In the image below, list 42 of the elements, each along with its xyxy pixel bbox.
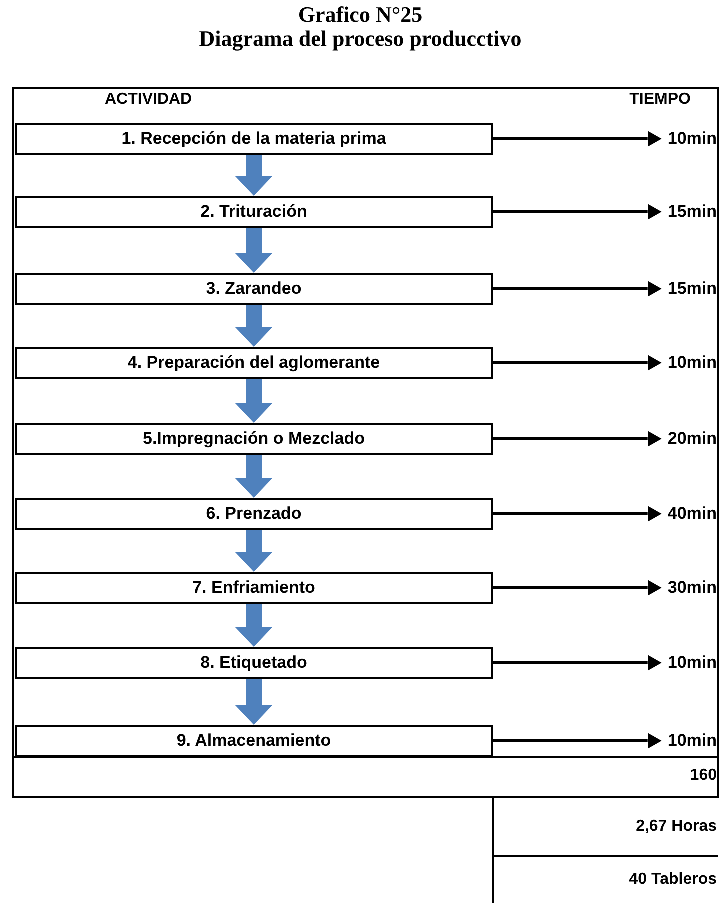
block-arrow bbox=[235, 155, 273, 196]
duration-text: 40min bbox=[668, 504, 717, 524]
process-box: 1. Recepción de la materia prima bbox=[15, 123, 493, 155]
duration-text: 10min bbox=[668, 353, 717, 373]
block-arrow bbox=[235, 679, 273, 725]
duration-text: 20min bbox=[668, 429, 717, 449]
block-arrow bbox=[235, 530, 273, 572]
column-header: TIEMPO bbox=[630, 91, 691, 109]
process-box: 2. Trituración bbox=[15, 196, 493, 228]
duration-text: 15min bbox=[668, 279, 717, 299]
diagram-subtitle: Diagrama del proceso producctivo bbox=[198, 26, 523, 52]
block-arrow bbox=[235, 455, 273, 498]
process-box: 6. Prenzado bbox=[15, 498, 493, 530]
total-value: 160 bbox=[690, 767, 717, 785]
process-box: 8. Etiquetado bbox=[15, 647, 493, 679]
column-header: ACTIVIDAD bbox=[105, 91, 192, 109]
arrow bbox=[493, 580, 662, 596]
duration-text: 15min bbox=[668, 202, 717, 222]
duration-text: 10min bbox=[668, 129, 717, 149]
block-arrow bbox=[235, 305, 273, 347]
process-box: 7. Enfriamiento bbox=[15, 572, 493, 604]
block-arrow bbox=[235, 228, 273, 273]
total-value: 40 Tableros bbox=[629, 871, 717, 889]
arrow bbox=[493, 655, 662, 671]
arrow bbox=[493, 506, 662, 522]
process-box: 3. Zarandeo bbox=[15, 273, 493, 305]
arrow bbox=[493, 281, 662, 297]
diagram-title: Grafico N°25 bbox=[297, 2, 424, 28]
arrow bbox=[493, 131, 662, 147]
arrow bbox=[493, 733, 662, 749]
duration-text: 10min bbox=[668, 653, 717, 673]
process-box: 4. Preparación del aglomerante bbox=[15, 347, 493, 379]
arrow bbox=[493, 355, 662, 371]
process-box: 5.Impregnación o Mezclado bbox=[15, 423, 493, 455]
process-box: 9. Almacenamiento bbox=[15, 725, 493, 757]
duration-text: 10min bbox=[668, 731, 717, 751]
total-value: 2,67 Horas bbox=[636, 818, 717, 836]
block-arrow bbox=[235, 379, 273, 423]
block-arrow bbox=[235, 604, 273, 647]
arrow bbox=[493, 204, 662, 220]
arrow bbox=[493, 431, 662, 447]
duration-text: 30min bbox=[668, 578, 717, 598]
